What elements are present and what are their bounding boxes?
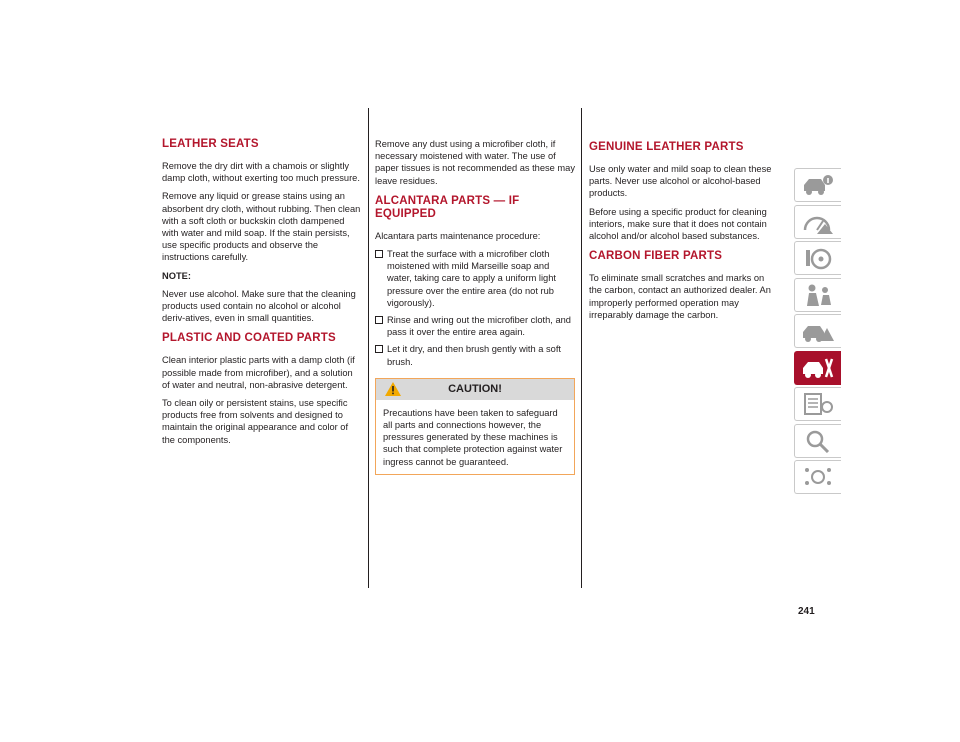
dust-removal-text: Remove any dust using a microfiber cloth… xyxy=(375,139,575,186)
car-service-icon xyxy=(803,358,834,378)
tab-person-safety[interactable] xyxy=(794,277,841,312)
column-divider-2 xyxy=(581,108,582,588)
dashboard-warning-icon xyxy=(803,216,833,234)
warning-triangle-icon xyxy=(385,381,401,396)
language-index-icon xyxy=(805,468,831,485)
carbon-fiber-heading: Carbon Fiber Parts xyxy=(589,250,723,263)
column-2: Remove any dust using a microfiber cloth… xyxy=(375,138,575,475)
leather-seats-p2: Remove any liquid or grease stains using… xyxy=(162,191,361,263)
caution-title: CAUTION! xyxy=(448,382,502,395)
tab-car-info[interactable] xyxy=(794,168,841,202)
tab-car-warning[interactable] xyxy=(794,314,841,348)
person-safety-icon xyxy=(807,284,831,306)
alcantara-heading: Alcantara Parts — If Equipped xyxy=(375,194,520,220)
leather-seats-heading: Leather Seats xyxy=(162,138,259,150)
column-1: Leather Seats Remove the dry dirt with a… xyxy=(162,138,362,452)
leather-seats-p1: Remove the dry dirt with a chamois or sl… xyxy=(162,161,360,184)
genuine-leather-p2: Before using a specific product for clea… xyxy=(589,206,767,242)
plastic-heading: Plastic And Coated Parts xyxy=(162,332,336,345)
genuine-leather-heading: Genuine Leather Parts xyxy=(589,141,744,153)
checkbox-bullet-icon xyxy=(375,250,383,259)
car-info-icon xyxy=(804,175,833,195)
page-number: 241 xyxy=(798,606,815,617)
tab-specifications[interactable] xyxy=(794,387,841,421)
checkbox-bullet-icon xyxy=(375,345,383,354)
tab-search[interactable] xyxy=(794,423,841,458)
caution-header: CAUTION! xyxy=(376,378,574,400)
genuine-leather-p1: Use only water and mild soap to clean th… xyxy=(589,164,772,199)
alcantara-intro: Alcantara parts maintenance procedure: xyxy=(375,230,541,241)
list-item: Treat the surface with a microfiber clot… xyxy=(375,248,575,309)
car-warning-icon xyxy=(803,326,834,342)
caution-text: Precautions have been taken to safeguard… xyxy=(383,407,563,467)
tab-car-service[interactable] xyxy=(794,350,841,385)
search-icon xyxy=(806,430,830,453)
list-item: Let it dry, and then brush gently with a… xyxy=(375,343,575,367)
carbon-fiber-p1: To eliminate small scratches and marks o… xyxy=(589,273,771,320)
tab-steering-wheel[interactable] xyxy=(794,241,841,275)
list-item: Rinse and wring out the microfiber cloth… xyxy=(375,314,575,338)
checkbox-bullet-icon xyxy=(375,316,383,325)
caution-box: CAUTION! Precautions have been taken to … xyxy=(375,377,575,475)
steering-wheel-icon xyxy=(806,248,832,270)
alcantara-steps: Treat the surface with a microfiber clot… xyxy=(375,248,575,368)
plastic-p1: Clean interior plastic parts with a damp… xyxy=(162,355,355,390)
tab-dashboard-warning[interactable] xyxy=(794,204,841,239)
chapter-tabs xyxy=(794,168,842,497)
column-3: Genuine Leather Parts Use only water and… xyxy=(589,141,779,327)
specifications-list-icon xyxy=(804,393,833,415)
tab-language-index[interactable] xyxy=(794,460,841,494)
column-divider-1 xyxy=(368,108,369,588)
note-text: Never use alcohol. Make sure that the cl… xyxy=(162,288,356,324)
note-title: NOTE: xyxy=(162,270,191,281)
plastic-p2: To clean oily or persistent stains, use … xyxy=(162,398,349,445)
